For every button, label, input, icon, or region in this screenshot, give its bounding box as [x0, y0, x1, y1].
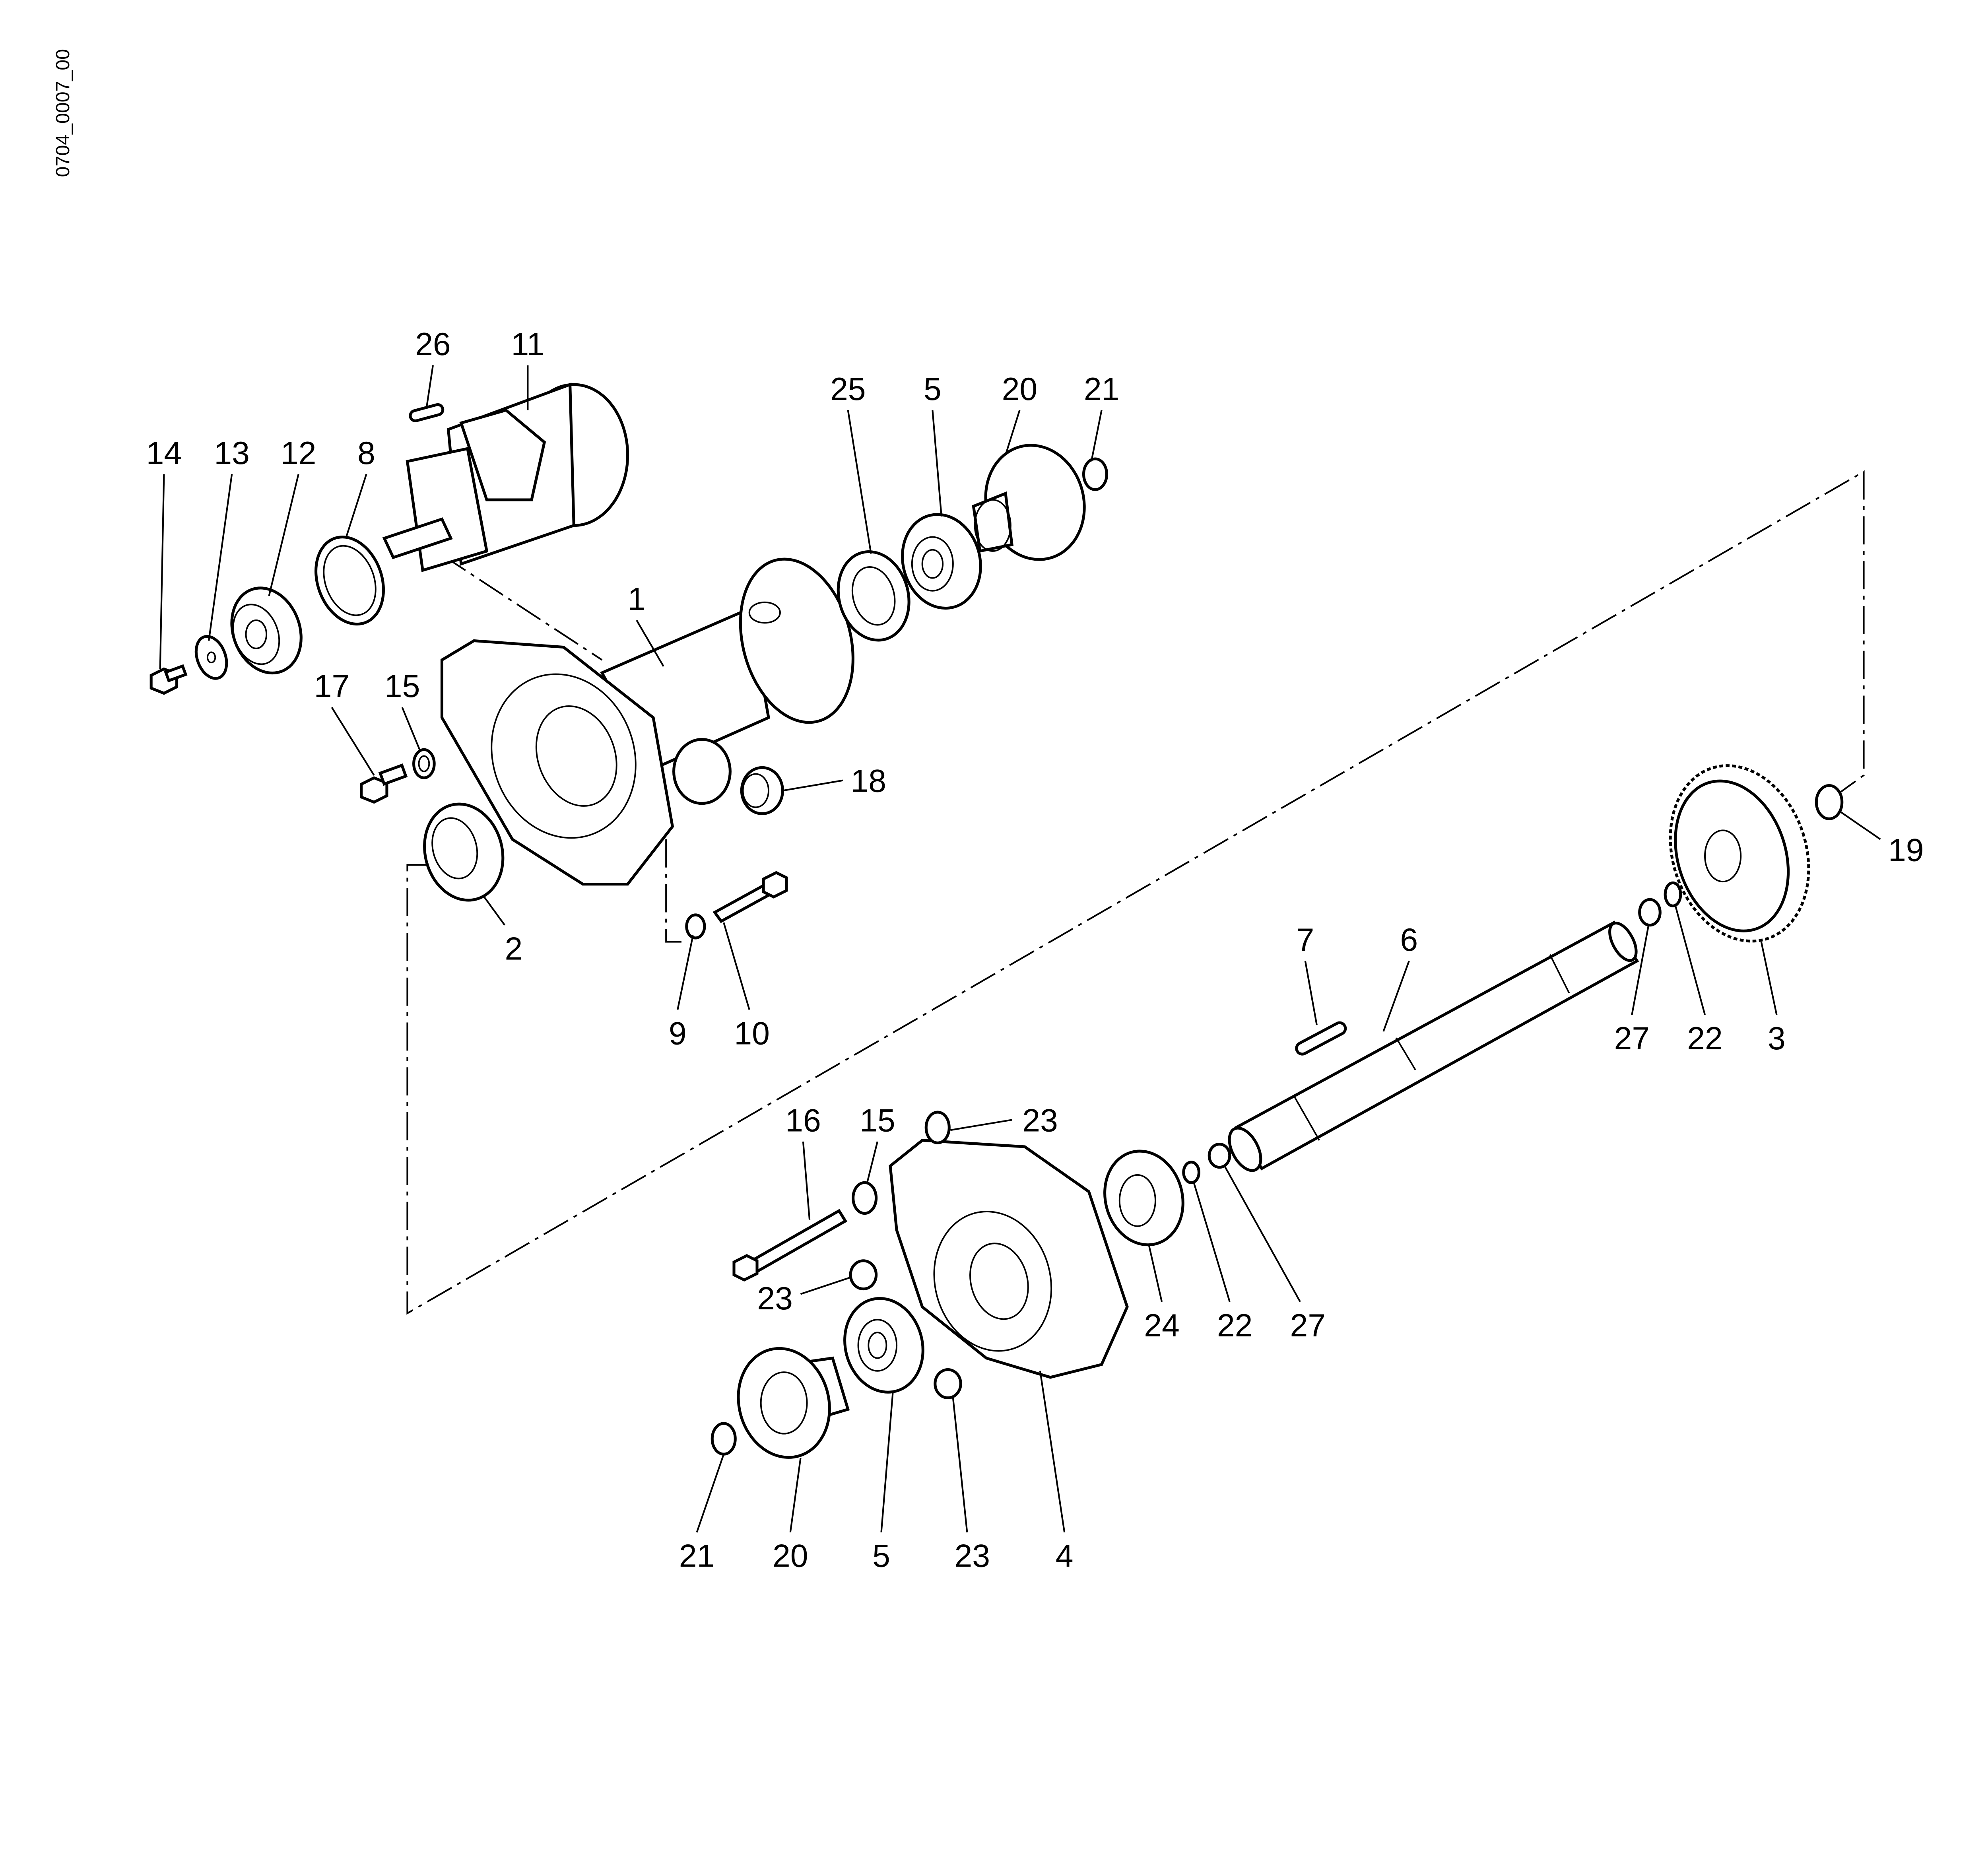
callout-8: 8 — [357, 435, 375, 471]
part-23-plug-top — [924, 1111, 951, 1144]
part-2-seal — [423, 802, 505, 902]
callout-labels: 26 11 14 13 12 8 25 5 20 21 1 17 15 18 1… — [146, 326, 1924, 1574]
part-20-bearing-cap-lower — [737, 1347, 850, 1459]
part-10-bolt — [712, 871, 788, 923]
part-4-gear-cover — [889, 1139, 1129, 1379]
part-18-bushing — [740, 766, 784, 815]
callout-23: 23 — [757, 1281, 793, 1317]
part-21-circlip-upper — [1082, 457, 1109, 491]
part-5-bearing-upper — [901, 513, 982, 610]
callout-6: 6 — [1400, 922, 1418, 958]
part-27-spacer-right — [1638, 898, 1662, 927]
callout-27: 27 — [1614, 1021, 1650, 1056]
callout-14: 14 — [146, 435, 182, 471]
callout-21: 21 — [1084, 371, 1120, 407]
part-25-seal — [837, 550, 911, 642]
part-7-key — [1295, 1021, 1347, 1056]
callout-11: 11 — [511, 326, 545, 362]
part-15-washer-upper — [412, 748, 436, 779]
callout-25: 25 — [830, 371, 866, 407]
part-23-plug-middle — [849, 1259, 878, 1291]
part-20-bearing-cap-upper — [972, 444, 1086, 561]
part-5-bearing-lower — [843, 1297, 924, 1394]
callout-1: 1 — [628, 581, 646, 617]
part-23-plug-lower — [934, 1368, 962, 1400]
part-21-circlip-lower — [711, 1422, 737, 1456]
part-24-seal — [1103, 1150, 1184, 1247]
part-11-hydraulic-motor — [382, 383, 629, 572]
part-14-bolt — [149, 664, 188, 695]
callout-15: 15 — [384, 668, 420, 704]
callout-20: 20 — [1002, 371, 1038, 407]
drawing-id: 0704_0007_00 — [52, 49, 74, 177]
callout-3: 3 — [1768, 1021, 1786, 1056]
part-16-bolt — [732, 1209, 848, 1282]
callout-16: 16 — [785, 1103, 821, 1138]
part-3-output-gear — [1669, 764, 1810, 943]
leader-lines — [159, 365, 1881, 1533]
part-8-o-ring — [315, 536, 385, 626]
part-9-washer — [685, 913, 706, 940]
callout-21: 21 — [679, 1538, 715, 1574]
callout-5: 5 — [872, 1538, 890, 1574]
callout-19: 19 — [1888, 833, 1924, 868]
part-19-circlip — [1815, 784, 1844, 820]
callout-9: 9 — [669, 1016, 687, 1051]
part-1-gear-housing — [440, 557, 854, 886]
callout-18: 18 — [850, 763, 886, 799]
part-17-plug — [359, 763, 408, 804]
part-27-spacer-lower — [1208, 1143, 1231, 1169]
callout-4: 4 — [1056, 1538, 1074, 1574]
callout-5: 5 — [924, 371, 942, 407]
part-13-washer — [194, 635, 228, 680]
part-22-o-ring-right — [1664, 881, 1682, 907]
callout-23: 23 — [954, 1538, 990, 1574]
part-22-o-ring-lower — [1182, 1161, 1201, 1184]
callout-2: 2 — [505, 931, 522, 967]
callout-10: 10 — [734, 1016, 770, 1051]
callout-22: 22 — [1217, 1308, 1253, 1344]
callout-26: 26 — [415, 326, 451, 362]
part-6-output-shaft — [1228, 920, 1639, 1172]
callout-22: 22 — [1687, 1021, 1723, 1056]
callout-23: 23 — [1022, 1103, 1058, 1138]
assembly-axis-lines — [406, 470, 1865, 1315]
part-15-washer-lower — [852, 1181, 878, 1215]
part-26-key — [409, 403, 445, 422]
callout-17: 17 — [314, 668, 350, 704]
exploded-parts-diagram: 0704_0007_00 — [52, 49, 1924, 1574]
callout-27: 27 — [1290, 1308, 1326, 1344]
callout-12: 12 — [281, 435, 316, 471]
callout-13: 13 — [214, 435, 250, 471]
callout-24: 24 — [1144, 1308, 1180, 1344]
callout-20: 20 — [773, 1538, 808, 1574]
part-12-pinion-gear — [230, 586, 303, 675]
callout-15: 15 — [860, 1103, 895, 1138]
callout-7: 7 — [1296, 922, 1314, 958]
